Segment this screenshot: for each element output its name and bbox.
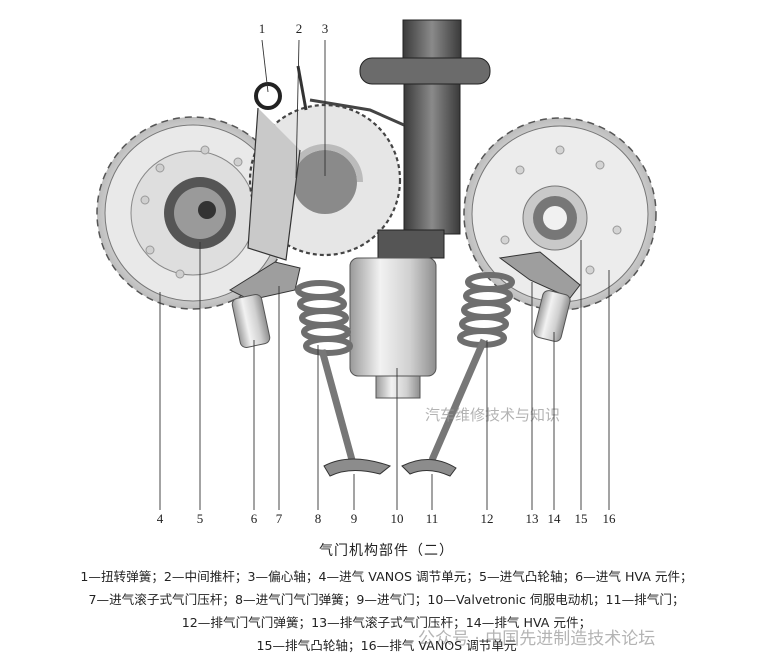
intake-valve-assembly [228, 261, 392, 477]
callout-13: 13 [526, 511, 539, 526]
callout-2: 2 [296, 21, 303, 36]
intake-vanos-sprocket [96, 116, 290, 310]
legend-line-4: 15—排气凸轮轴；16—排气 VANOS 调节单元 [256, 638, 517, 653]
callout-5: 5 [197, 511, 204, 526]
callout-1: 1 [259, 21, 266, 36]
callout-3: 3 [322, 21, 329, 36]
bottom-watermark: 公众号 · 中国先进制造技术论坛 [418, 629, 656, 649]
legend-line-3: 12—排气门气门弹簧；13—排气滚子式气门压杆；14—排气 HVA 元件； [181, 615, 592, 630]
callout-10: 10 [391, 511, 404, 526]
figure-watermark: 汽车维修技术与知识 [425, 406, 560, 424]
callout-6: 6 [251, 511, 258, 526]
callout-15: 15 [575, 511, 588, 526]
exhaust-valve-assembly [401, 251, 581, 477]
callout-14: 14 [548, 511, 562, 526]
callout-11: 11 [426, 511, 439, 526]
callout-8: 8 [315, 511, 322, 526]
leader-line-2 [295, 39, 300, 179]
torsion-spring-and-lever [247, 65, 405, 261]
legend-line-1: 1—扭转弹簧；2—中间推杆；3—偏心轴；4—进气 VANOS 调节单元；5—进气… [80, 569, 693, 584]
callout-7: 7 [276, 511, 283, 526]
valvetronic-servo-motor [349, 19, 491, 399]
caption-title: 气门机构部件（二） [319, 543, 454, 559]
callout-9: 9 [351, 511, 358, 526]
legend-line-2: 7—进气滚子式气门压杆；8—进气门气门弹簧；9—进气门；10—Valvetron… [88, 592, 685, 607]
callout-16: 16 [603, 511, 617, 526]
leader-line-1 [261, 39, 269, 93]
callout-12: 12 [481, 511, 494, 526]
callout-4: 4 [157, 511, 164, 526]
